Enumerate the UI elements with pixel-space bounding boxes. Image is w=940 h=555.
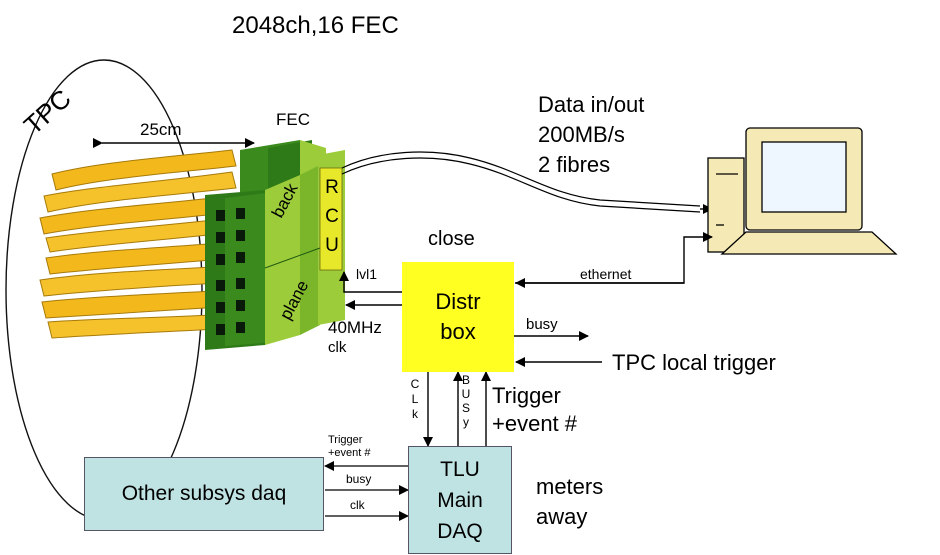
busy-letter: B [461,373,470,387]
data-rate-label: Data in/out 200MB/s 2 fibres [538,90,644,180]
close-label: close [428,228,475,250]
rcu-letter: U [325,235,339,256]
other-subsys-label: Other subsys daq [121,482,287,505]
busy-vertical-label: B U S y [459,374,473,428]
data-line: 2 fibres [538,152,611,177]
fec-stack [205,140,345,350]
meters-away-line: meters [536,474,604,499]
meters-away-line: away [536,504,588,529]
small-trigger-label: Trigger +event # [328,434,371,460]
tpc-local-trigger-label: TPC local trigger [612,350,776,375]
diagram-title: 2048ch,16 FEC [232,12,399,39]
trigger-event-line: +event # [492,411,578,436]
dimension-label: 25cm [140,120,182,139]
trigger-event-line: Trigger [492,383,561,408]
tlu-line: DAQ [437,519,483,543]
small-clk-label: clk [350,498,365,512]
ethernet-label: ethernet [580,266,632,282]
clk-letter: C [410,377,420,391]
clk-40mhz-line: 40MHz [328,318,382,337]
trigger-event-label: Trigger +event # [492,382,577,438]
tlu-line: TLU [440,457,480,481]
fec-label: FEC [276,110,310,129]
clk-letter: k [412,407,418,421]
tlu-line: Main [437,488,483,512]
rcu-label: R C U [322,178,342,255]
distr-box: Distr box [402,262,514,372]
clk-40mhz-line: clk [328,339,347,356]
cable-ribbons-upper [39,149,237,253]
clk-letter: L [411,392,419,406]
data-fibres [341,151,701,213]
lvl1-label: lvl1 [356,266,378,282]
small-busy-label: busy [346,472,372,486]
clk-vertical-label: C L k [408,378,422,420]
busy-label: busy [526,316,558,333]
rcu-letter: C [325,206,339,227]
data-line: 200MB/s [538,122,625,147]
busy-letter: y [463,415,469,429]
small-trigger-line: +event # [328,447,371,459]
computer-icon [707,127,898,255]
clk-40mhz-label: 40MHz clk [328,318,382,358]
data-line: Data in/out [538,92,645,117]
distr-box-line: box [440,319,476,344]
small-trigger-line: Trigger [328,434,363,446]
meters-away-label: meters away [536,472,603,532]
busy-letter: S [461,401,470,415]
tlu-box: TLU Main DAQ [408,446,512,554]
distr-box-line: Distr [435,289,481,314]
other-subsys-box: Other subsys daq [84,457,324,531]
rcu-letter: R [325,177,339,198]
busy-letter: U [461,387,471,401]
